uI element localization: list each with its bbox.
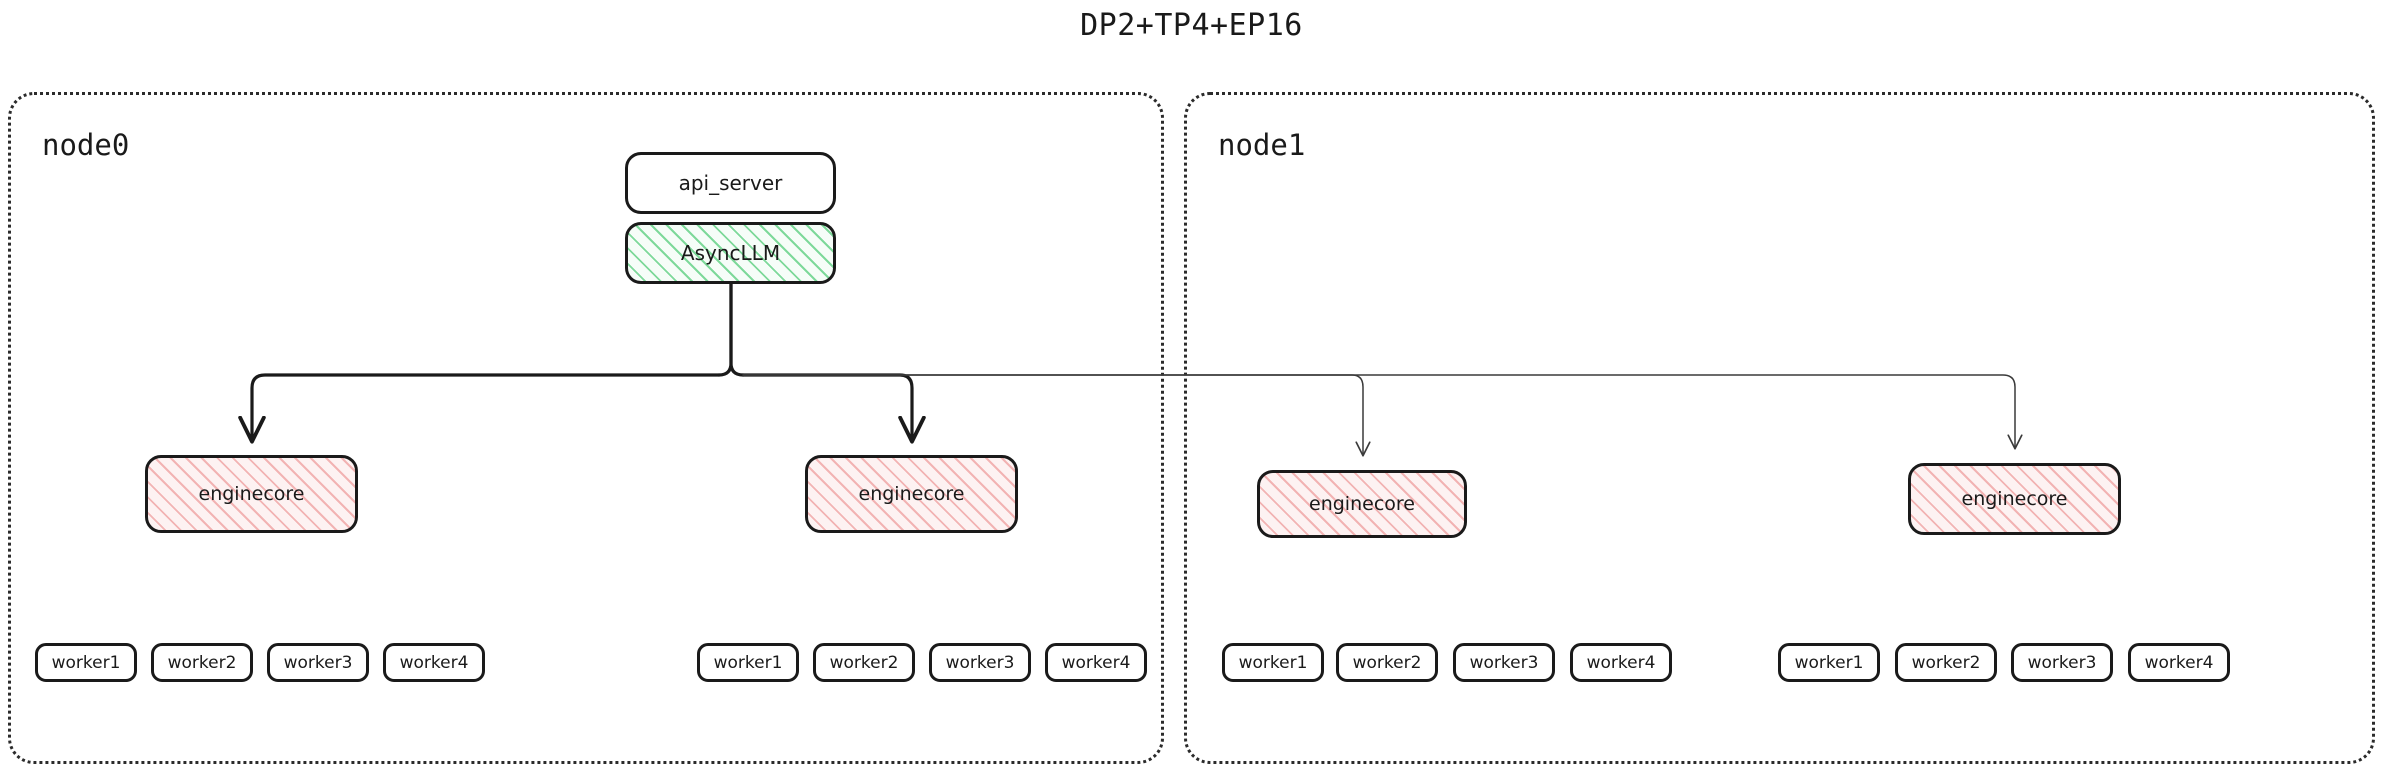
worker-box[interactable]: worker2 <box>813 643 915 682</box>
enginecore-box[interactable]: enginecore <box>145 455 358 533</box>
worker-box[interactable]: worker3 <box>267 643 369 682</box>
asyncllm-box[interactable]: AsyncLLM <box>625 222 836 284</box>
worker-box[interactable]: worker2 <box>1895 643 1997 682</box>
enginecore-box[interactable]: enginecore <box>805 455 1018 533</box>
node-label-node1: node1 <box>1218 128 1306 162</box>
worker-box[interactable]: worker1 <box>1222 643 1324 682</box>
api-server-box[interactable]: api_server <box>625 152 836 214</box>
worker-box[interactable]: worker1 <box>35 643 137 682</box>
worker-box[interactable]: worker4 <box>1570 643 1672 682</box>
diagram-title: DP2+TP4+EP16 <box>1080 8 1303 43</box>
worker-box[interactable]: worker1 <box>697 643 799 682</box>
worker-box[interactable]: worker4 <box>1045 643 1147 682</box>
worker-box[interactable]: worker3 <box>2011 643 2113 682</box>
node-label-node0: node0 <box>42 128 130 162</box>
worker-box[interactable]: worker3 <box>1453 643 1555 682</box>
worker-box[interactable]: worker2 <box>151 643 253 682</box>
worker-box[interactable]: worker2 <box>1336 643 1438 682</box>
worker-box[interactable]: worker1 <box>1778 643 1880 682</box>
enginecore-box[interactable]: enginecore <box>1257 470 1467 538</box>
worker-box[interactable]: worker4 <box>383 643 485 682</box>
worker-box[interactable]: worker4 <box>2128 643 2230 682</box>
worker-box[interactable]: worker3 <box>929 643 1031 682</box>
enginecore-box[interactable]: enginecore <box>1908 463 2121 535</box>
